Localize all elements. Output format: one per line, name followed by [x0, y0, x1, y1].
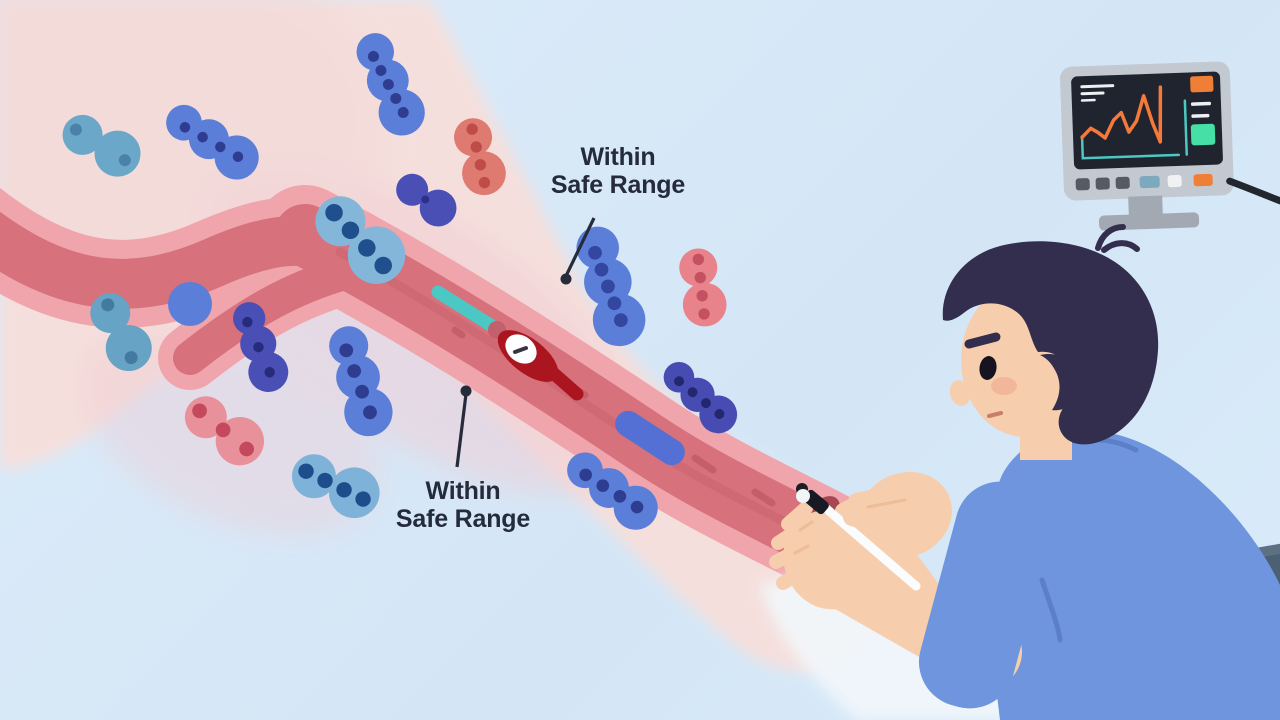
molecule-layer — [62, 33, 738, 530]
clinician — [769, 224, 1280, 720]
leader-dot-top — [560, 273, 572, 285]
molecule — [454, 118, 506, 196]
index-finger — [847, 481, 923, 514]
molecule — [356, 33, 425, 136]
monitor-button — [1139, 175, 1160, 189]
intravascular-sensor — [431, 285, 685, 466]
pill-capsule — [615, 410, 685, 466]
swab-stick — [796, 483, 921, 591]
annotation-bottom-line2: Safe Range — [395, 504, 531, 533]
gripping-fingers — [769, 501, 813, 590]
clinician-torso — [987, 430, 1280, 720]
molecule — [184, 396, 265, 466]
monitor-button — [1095, 177, 1110, 190]
index-knuckle-line — [866, 498, 907, 509]
waveform-axis — [1080, 135, 1180, 160]
molecule — [291, 454, 380, 519]
thumb — [843, 508, 909, 540]
index-finger-tip — [835, 495, 866, 519]
monitor-button — [1193, 173, 1213, 187]
molecule — [90, 293, 152, 372]
eyebrow — [964, 332, 1001, 349]
annotation-bottom-line1: Within — [425, 477, 501, 505]
leader-dot-bottom — [460, 385, 472, 397]
annotation-top: Within Safe Range — [533, 143, 703, 199]
molecule — [567, 452, 658, 530]
leader-lines — [455, 217, 596, 468]
monitor-button — [1075, 178, 1090, 191]
monitor-stand-neck — [1128, 195, 1163, 219]
molecule — [166, 104, 259, 180]
cheek-blush — [991, 377, 1017, 395]
shirt-armpit-seam — [1039, 577, 1063, 643]
molecule — [396, 173, 457, 227]
molecule — [576, 226, 646, 347]
molecule — [233, 302, 289, 393]
gripping-palm — [783, 510, 873, 610]
screen-side-panel — [1190, 75, 1216, 146]
nose — [949, 380, 971, 406]
waveform-trace — [1080, 85, 1163, 144]
molecule — [663, 361, 738, 434]
monitor-button — [1167, 174, 1182, 188]
catheter-wire — [431, 285, 499, 333]
annotation-top-line2: Safe Range — [550, 170, 686, 199]
shirt-sleeve — [918, 481, 1052, 709]
leader-line-bottom — [455, 393, 468, 468]
molecule — [329, 326, 393, 437]
screen-header-lines — [1080, 84, 1115, 102]
annotation-bottom: Within Safe Range — [378, 477, 548, 533]
molecule — [315, 196, 406, 284]
monitor-screen — [1071, 71, 1223, 170]
screen-divider-line — [1183, 99, 1188, 156]
vital-monitor — [1060, 61, 1280, 231]
hair — [942, 241, 1159, 445]
monitor-buttons — [1075, 173, 1213, 191]
molecule — [168, 282, 212, 326]
hair-sprig — [1095, 224, 1140, 253]
stick-shaft — [809, 493, 921, 591]
swab-tip — [796, 489, 810, 503]
leader-line-top — [564, 217, 596, 277]
annotation-top-line1: Within — [580, 143, 656, 171]
eye — [979, 356, 997, 380]
molecule — [679, 248, 727, 327]
sensor-gauge-needle — [513, 346, 528, 354]
hair-ear-curl — [1040, 353, 1080, 411]
monitor-button — [1115, 176, 1130, 190]
sensor-tail — [545, 365, 584, 401]
mouth — [987, 411, 1003, 418]
monitor-cable — [1226, 177, 1280, 222]
finger-crease-lines — [793, 520, 814, 555]
molecule — [62, 114, 141, 177]
